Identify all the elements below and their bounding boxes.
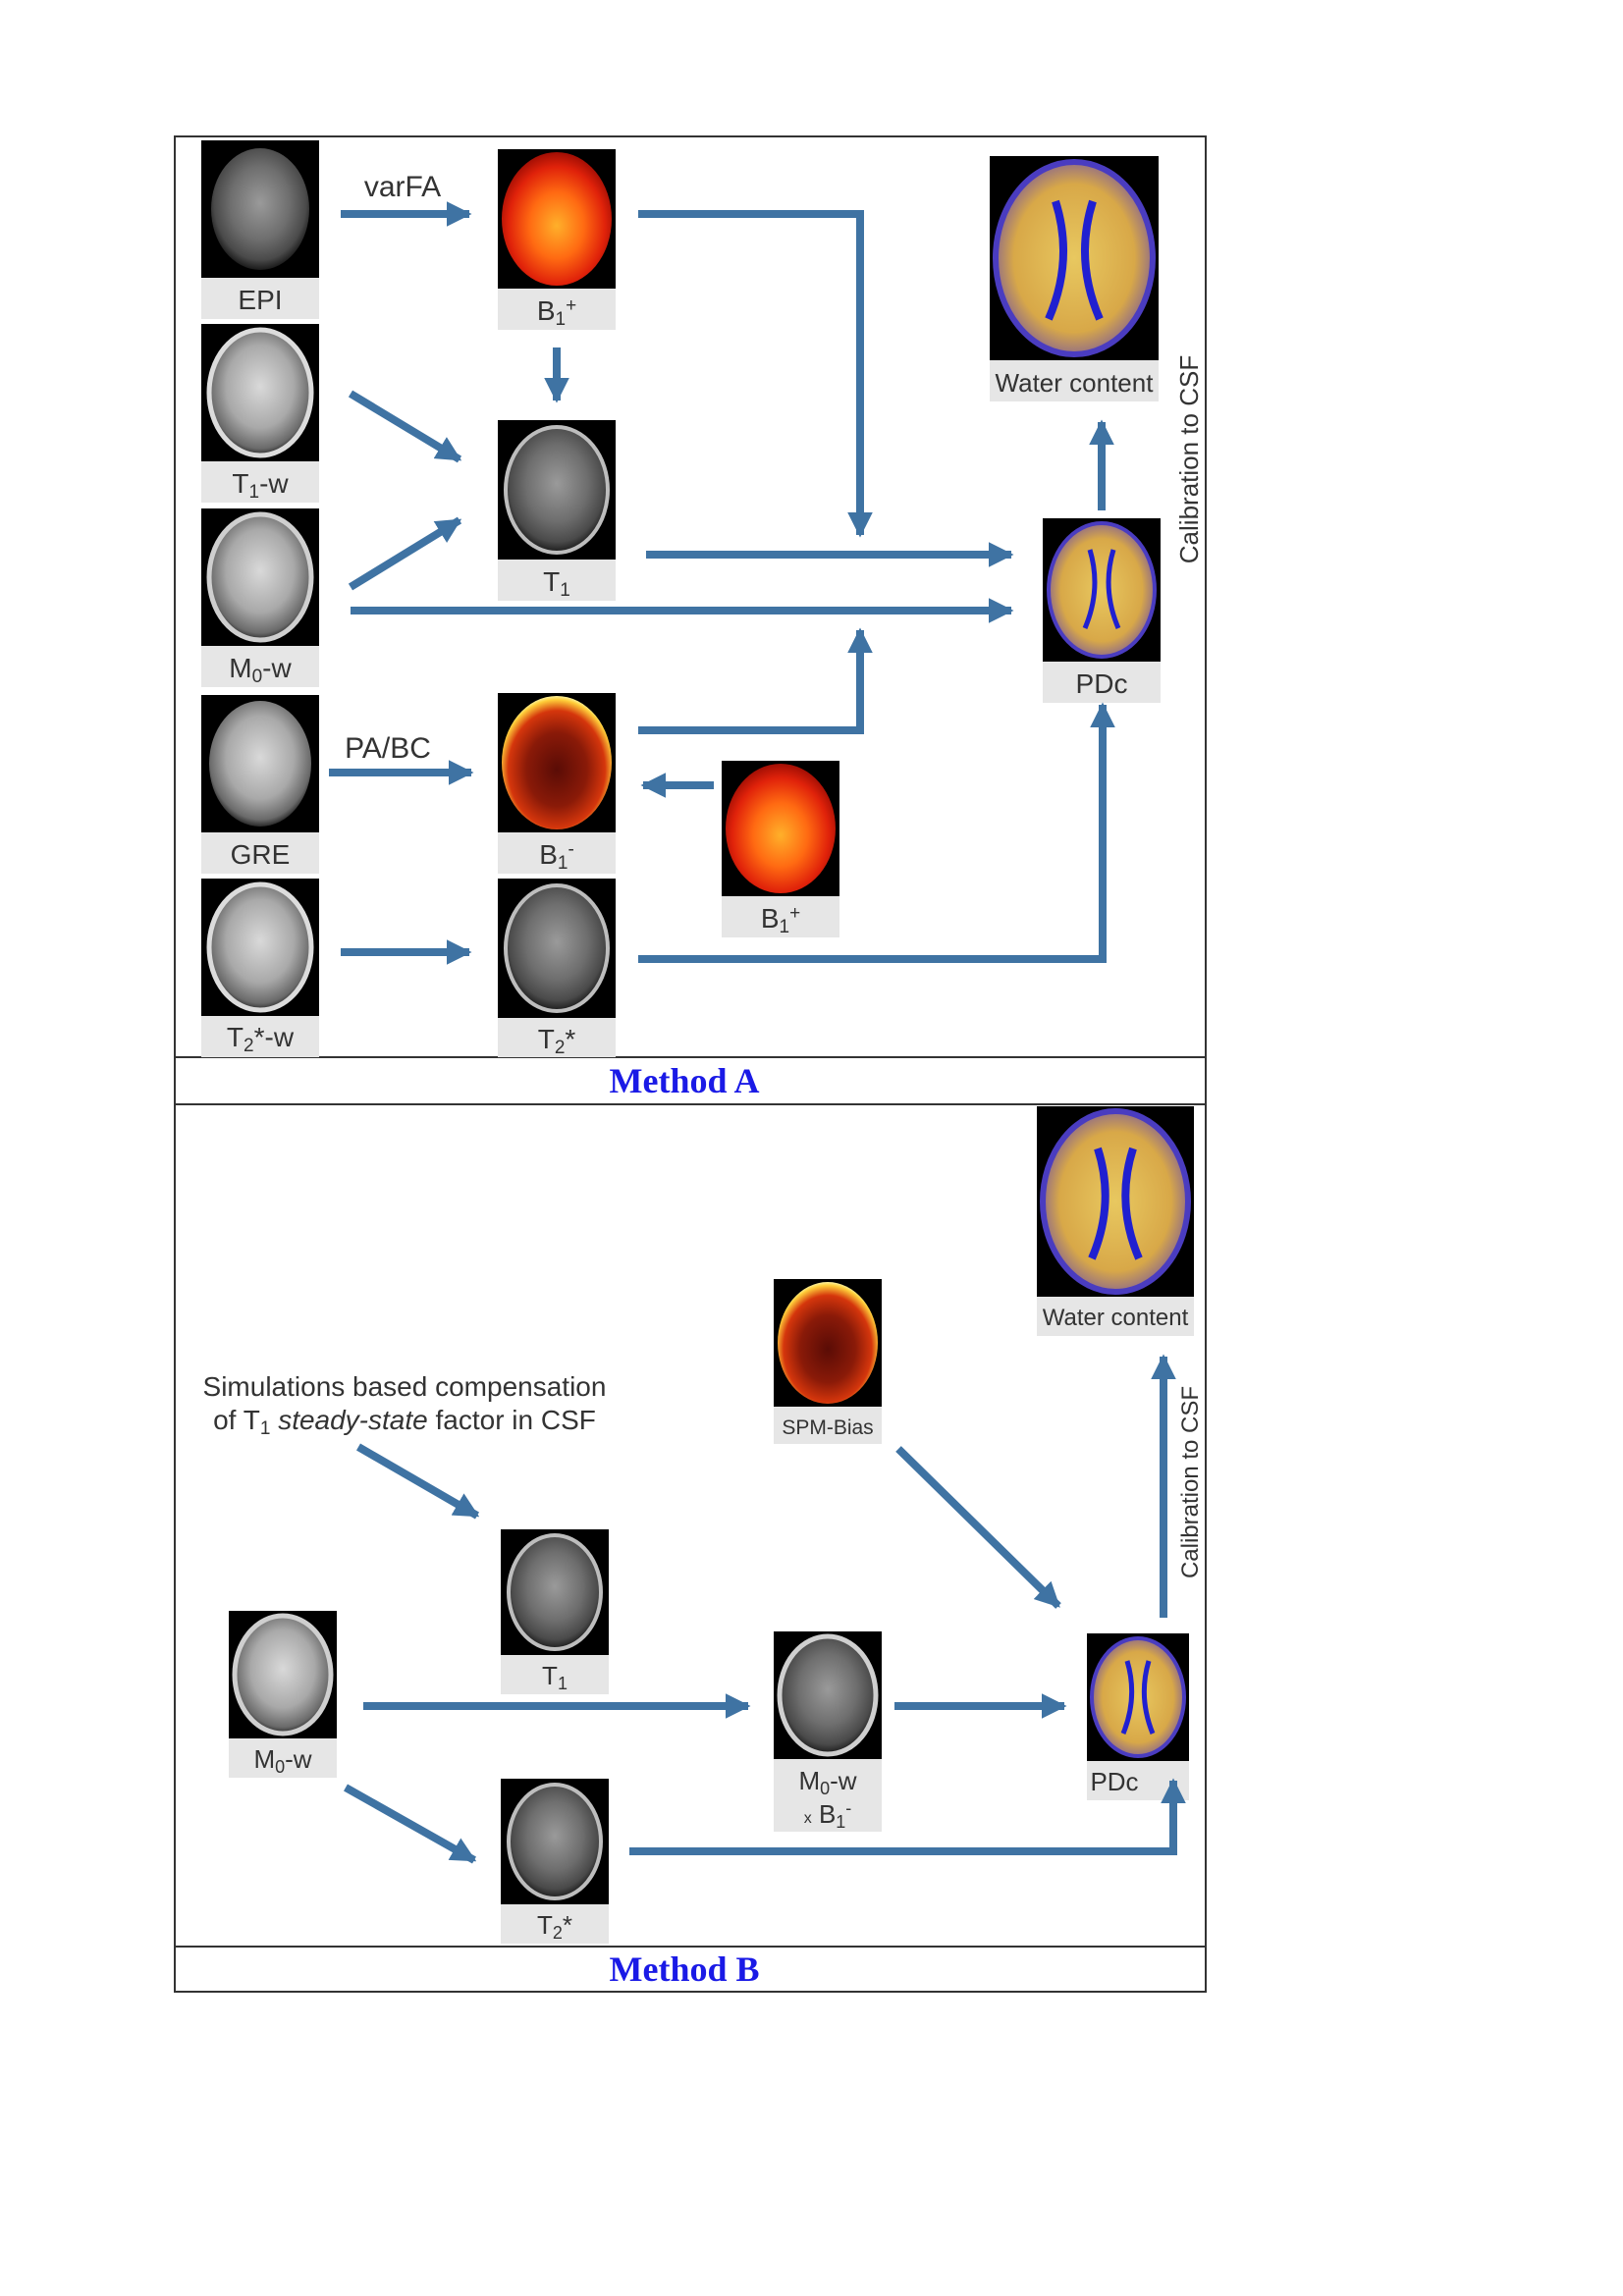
svg-text:B1+: B1+ xyxy=(761,903,800,937)
input-m0w: M0-w xyxy=(201,508,319,687)
input-t2star-w: T2*-w xyxy=(201,879,319,1057)
svg-text:EPI: EPI xyxy=(238,285,282,315)
arrow-spmbias-to-pdc xyxy=(895,1446,1061,1609)
svg-text:T1-w: T1-w xyxy=(232,468,289,503)
map-t1-b: T1 xyxy=(501,1529,609,1694)
simulation-note-line2: of T1 steady-state factor in CSF xyxy=(213,1405,596,1439)
calibration-label-a: Calibration to CSF xyxy=(1174,355,1204,563)
svg-text:x B1-: x B1- xyxy=(804,1798,852,1832)
method-b-frame xyxy=(174,1103,1207,1993)
arrow-b1minus-to-pdc-path xyxy=(638,627,873,734)
arrow-m0w-to-t1 xyxy=(348,516,462,591)
pabc-label: PA/BC xyxy=(345,732,431,765)
method-a-title: Method A xyxy=(610,1061,760,1100)
svg-text:T2*: T2* xyxy=(538,1024,576,1058)
svg-text:GRE: GRE xyxy=(231,839,291,870)
method-a-arrows xyxy=(329,201,1115,965)
map-t1: T1 xyxy=(498,420,616,601)
map-b1-plus: B1+ xyxy=(498,149,616,330)
svg-text:B1+: B1+ xyxy=(537,295,576,330)
varfa-label: varFA xyxy=(364,171,441,203)
map-t2star-b: T2* xyxy=(501,1779,609,1944)
input-m0w-b: M0-w xyxy=(229,1611,337,1778)
svg-text:T1: T1 xyxy=(542,1661,568,1693)
arrow-t2star-to-pdc-path xyxy=(638,702,1115,963)
arrow-note-to-t1 xyxy=(355,1443,480,1520)
svg-text:M0-w: M0-w xyxy=(798,1766,856,1798)
svg-text:T2*: T2* xyxy=(537,1910,572,1943)
input-gre: GRE xyxy=(201,695,319,874)
svg-text:M0-w: M0-w xyxy=(253,1744,311,1777)
method-b-arrows xyxy=(344,1354,1186,1864)
arrow-t2star-to-pdc-b xyxy=(629,1778,1186,1855)
svg-text:PDc: PDc xyxy=(1076,668,1128,699)
map-pdc-b: PDc xyxy=(1087,1633,1189,1800)
input-t1w: T1-w xyxy=(201,324,319,503)
arrow-t1w-to-t1 xyxy=(348,390,462,463)
svg-text:SPM-Bias: SPM-Bias xyxy=(782,1416,873,1439)
svg-text:M0-w: M0-w xyxy=(229,653,292,687)
svg-text:T1: T1 xyxy=(543,566,570,601)
map-b1-minus: B1- xyxy=(498,693,616,874)
svg-text:Water content: Water content xyxy=(996,368,1155,398)
svg-text:B1-: B1- xyxy=(539,839,574,874)
map-spm-bias: SPM-Bias xyxy=(774,1279,882,1444)
map-b1-plus-2: B1+ xyxy=(722,761,839,937)
map-water-content: Water content xyxy=(990,156,1159,401)
map-water-content-b: Water content xyxy=(1037,1106,1194,1336)
arrow-b1plus-to-pdc-path xyxy=(638,210,873,538)
svg-text:PDc: PDc xyxy=(1090,1767,1138,1796)
method-b-title: Method B xyxy=(610,1949,760,1989)
input-epi: EPI xyxy=(201,140,319,319)
arrow-m0w-to-t2star xyxy=(344,1784,477,1864)
svg-text:Water content: Water content xyxy=(1043,1305,1189,1331)
svg-text:T2*-w: T2*-w xyxy=(227,1022,295,1056)
map-m0w-times-b1minus: M0-w x B1- xyxy=(774,1631,882,1832)
calibration-label-b: Calibration to CSF xyxy=(1177,1386,1204,1578)
map-t2star: T2* xyxy=(498,879,616,1058)
map-pdc: PDc xyxy=(1043,518,1161,703)
simulation-note-line1: Simulations based compensation xyxy=(203,1371,607,1402)
